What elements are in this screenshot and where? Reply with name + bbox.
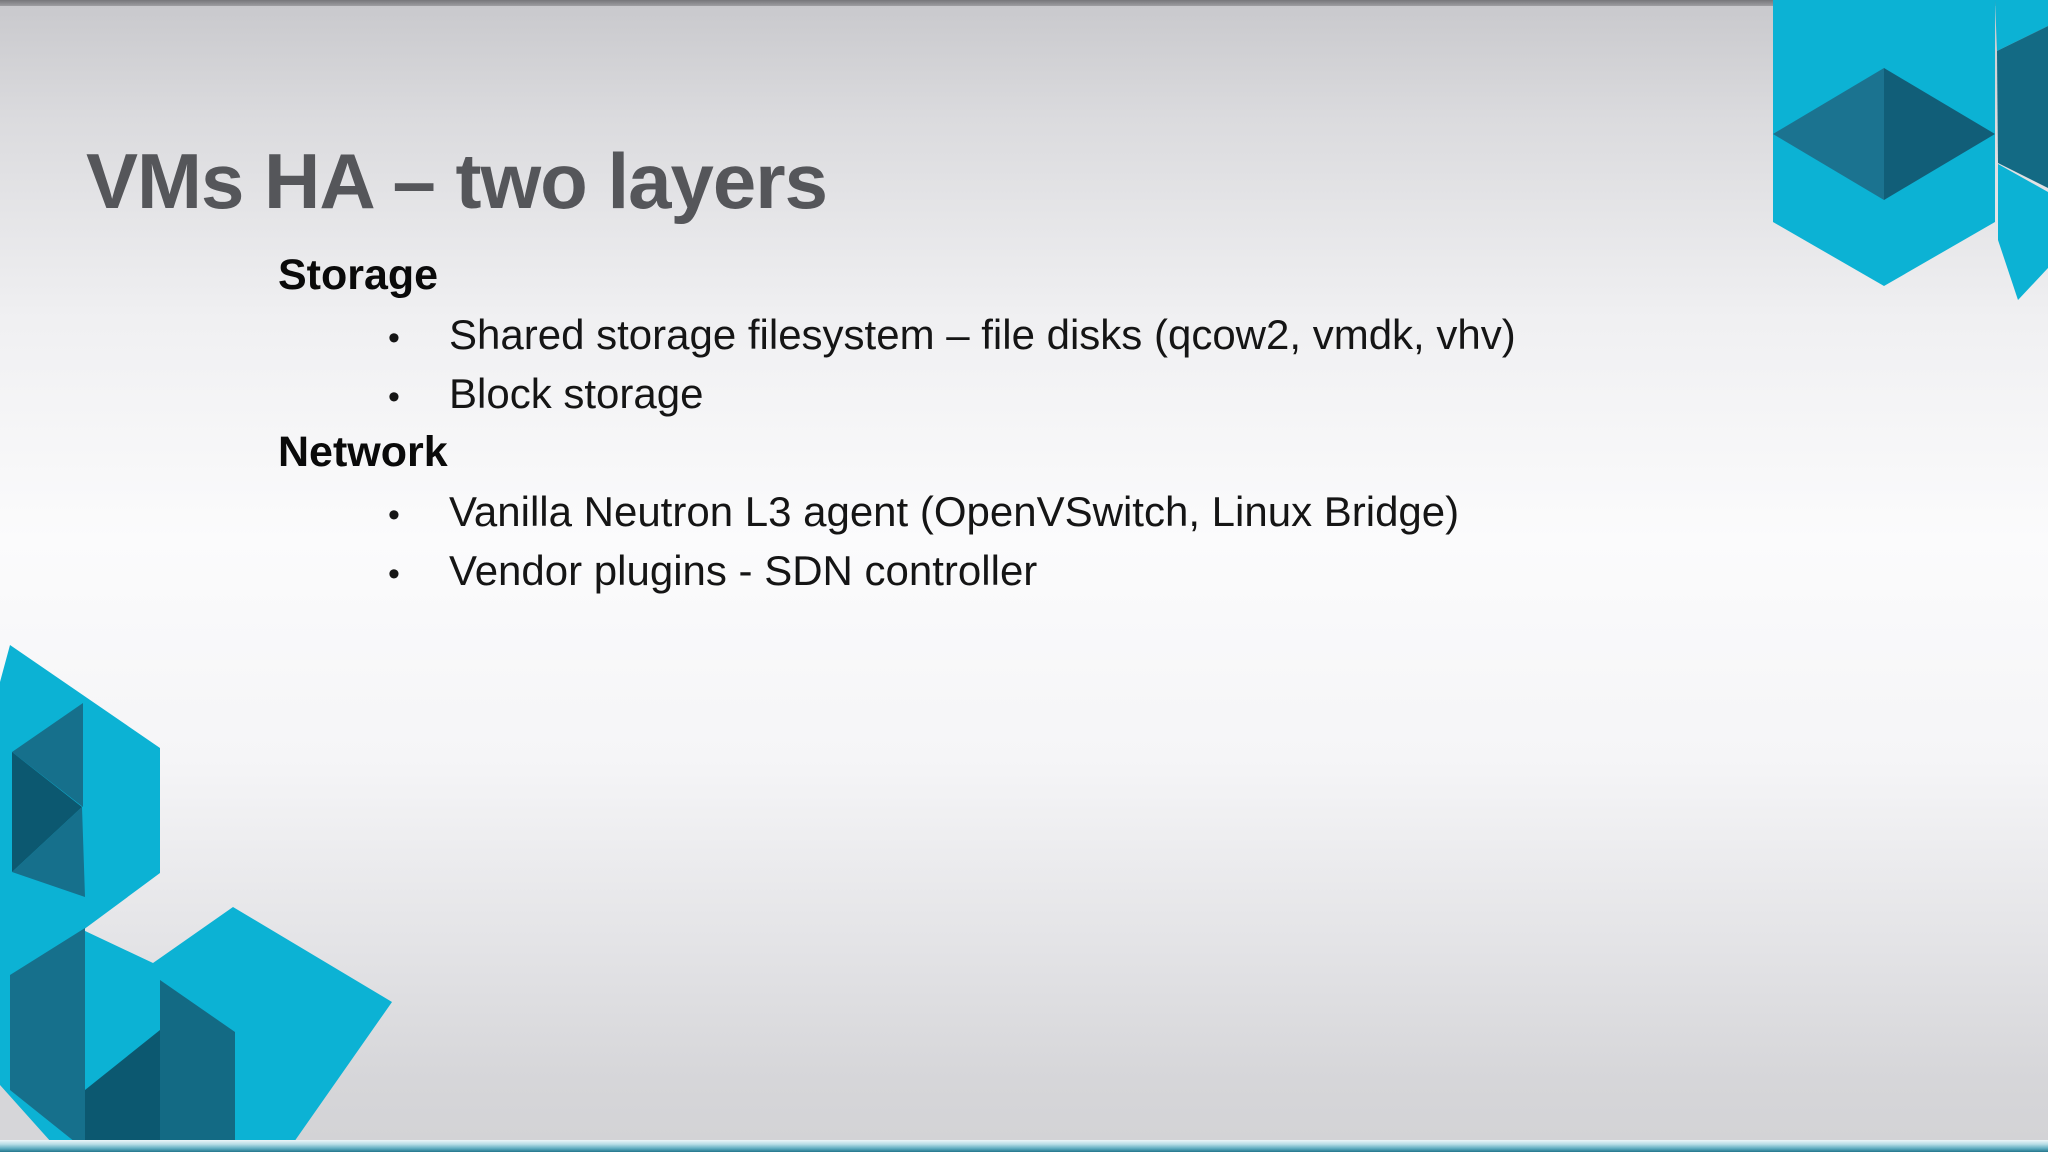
slide-body: Storage • Shared storage filesystem – fi…	[278, 246, 1838, 600]
cube-background-notch	[0, 1085, 60, 1152]
bullet-dot-icon: •	[388, 555, 400, 593]
cube-shadow-face	[1997, 26, 2048, 188]
bullet-dot-icon: •	[388, 319, 400, 357]
cube-shadow-face	[1773, 68, 1884, 200]
bottom-accent-bar	[0, 1140, 2048, 1152]
bullet-item: • Shared storage filesystem – file disks…	[278, 305, 1838, 364]
bullet-item: • Vendor plugins - SDN controller	[278, 541, 1838, 600]
cubes-decoration-bottom-left-icon	[0, 645, 392, 1152]
bullet-item: • Vanilla Neutron L3 agent (OpenVSwitch,…	[278, 482, 1838, 541]
cube-shadow-face	[160, 980, 235, 1152]
bullet-text: Shared storage filesystem – file disks (…	[449, 311, 1516, 358]
cube-shadow-face	[10, 928, 85, 1150]
cube-shadow-face	[12, 703, 83, 807]
cube-shadow-face	[12, 752, 82, 872]
cubes-decoration-top-right-icon	[1773, 0, 2048, 300]
bullet-dot-icon: •	[388, 496, 400, 534]
bullet-item: • Block storage	[278, 364, 1838, 423]
cube-silhouette	[0, 645, 392, 1152]
cube-shadow-face	[12, 807, 85, 897]
bullet-text: Vanilla Neutron L3 agent (OpenVSwitch, L…	[449, 488, 1460, 535]
bullet-text: Block storage	[449, 370, 704, 417]
cube-shadow-face	[85, 1030, 160, 1152]
cube-face	[1995, 0, 2048, 51]
top-edge-strip	[0, 0, 2048, 6]
section-heading-storage: Storage	[278, 251, 439, 299]
cube-shadow-face	[1884, 68, 1995, 200]
bullet-dot-icon: •	[388, 378, 400, 416]
bullet-text: Vendor plugins - SDN controller	[449, 547, 1038, 594]
section-heading-network: Network	[278, 428, 448, 476]
page-title: VMs HA – two layers	[86, 137, 828, 226]
cube-face	[1998, 164, 2048, 300]
